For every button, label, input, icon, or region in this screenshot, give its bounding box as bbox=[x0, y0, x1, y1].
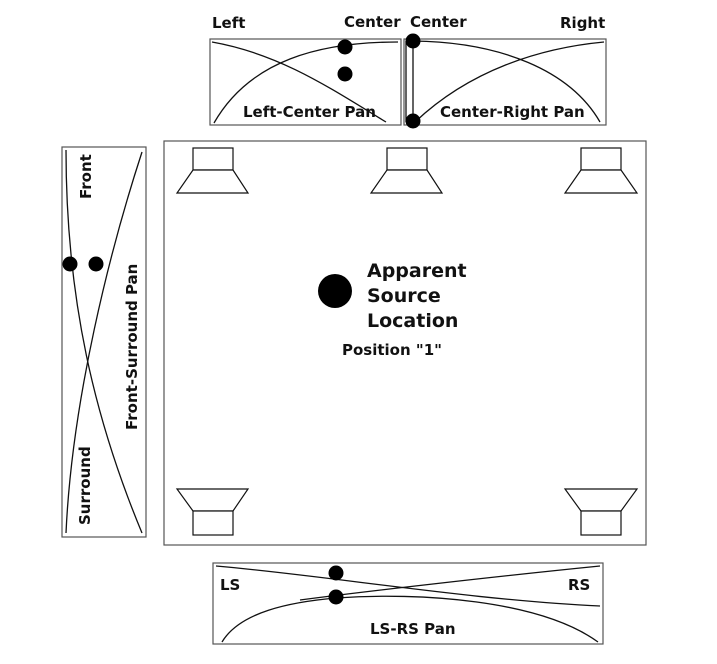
center-right-point-bottom bbox=[405, 113, 421, 129]
speaker-front-left-cone bbox=[175, 169, 250, 194]
front-label: Front bbox=[77, 154, 95, 199]
top-right-speaker-label: Right bbox=[560, 14, 605, 32]
front-surround-pan-frame bbox=[61, 146, 147, 538]
ls-label: LS bbox=[220, 576, 240, 594]
center-right-pan-panel: Center Right Center-Right Pan bbox=[403, 13, 607, 129]
apparent-source-dot bbox=[318, 274, 352, 308]
ls-rs-arc-curve bbox=[221, 595, 599, 643]
top-left-center-label: Center bbox=[344, 13, 401, 31]
ls-rs-point-upper bbox=[328, 565, 344, 581]
left-center-point-upper bbox=[337, 39, 353, 55]
listening-room: Apparent Source Location Position "1" bbox=[163, 140, 647, 546]
ls-rs-point-lower bbox=[328, 589, 344, 605]
source-label-line1: Apparent bbox=[367, 260, 467, 282]
front-surround-pan-label: Front-Surround Pan bbox=[123, 264, 141, 430]
speaker-front-left bbox=[175, 147, 250, 194]
source-label-line3: Location bbox=[367, 310, 458, 332]
front-fade-curve bbox=[65, 149, 143, 534]
front-surround-point-left bbox=[62, 256, 78, 272]
speaker-surround-right-body bbox=[580, 510, 622, 536]
speaker-front-left-body bbox=[192, 147, 234, 171]
center-rise-curve bbox=[213, 41, 399, 124]
center-right-pan-label: Center-Right Pan bbox=[440, 103, 585, 121]
ls-rs-pan-label: LS-RS Pan bbox=[370, 620, 456, 638]
left-center-point-lower bbox=[337, 66, 353, 82]
speaker-front-right bbox=[563, 147, 639, 194]
speaker-surround-right bbox=[563, 488, 639, 536]
position-label: Position "1" bbox=[342, 341, 442, 359]
surround-label: Surround bbox=[76, 446, 94, 525]
top-left-speaker-label: Left bbox=[212, 14, 245, 32]
speaker-front-center-cone bbox=[369, 169, 444, 194]
left-center-fade-curve bbox=[211, 41, 387, 123]
center-right-pan-frame bbox=[403, 38, 607, 126]
center-fade-curve bbox=[412, 40, 601, 123]
left-center-pan-label: Left-Center Pan bbox=[243, 103, 376, 121]
speaker-front-right-cone bbox=[563, 169, 639, 194]
top-right-center-label: Center bbox=[410, 13, 467, 31]
speaker-front-center bbox=[369, 147, 444, 194]
center-right-point-top bbox=[405, 33, 421, 49]
speaker-front-center-body bbox=[386, 147, 428, 171]
source-label-line2: Source bbox=[367, 285, 441, 307]
surround-rise-curve bbox=[65, 151, 143, 534]
right-rise-curve bbox=[414, 41, 605, 123]
speaker-front-right-body bbox=[580, 147, 622, 171]
ls-rs-pan-panel: LS RS LS-RS Pan bbox=[212, 562, 604, 645]
left-center-pan-panel: Left Center Left-Center Pan bbox=[209, 13, 402, 126]
speaker-surround-left-body bbox=[192, 510, 234, 536]
front-surround-pan-panel: Front Surround Front-Surround Pan bbox=[61, 146, 147, 538]
ls-rs-pan-frame bbox=[212, 562, 604, 645]
rs-rise-curve bbox=[299, 565, 601, 601]
speaker-surround-left bbox=[175, 488, 250, 536]
rs-label: RS bbox=[568, 576, 590, 594]
room-frame bbox=[163, 140, 647, 546]
front-surround-point-right bbox=[88, 256, 104, 272]
